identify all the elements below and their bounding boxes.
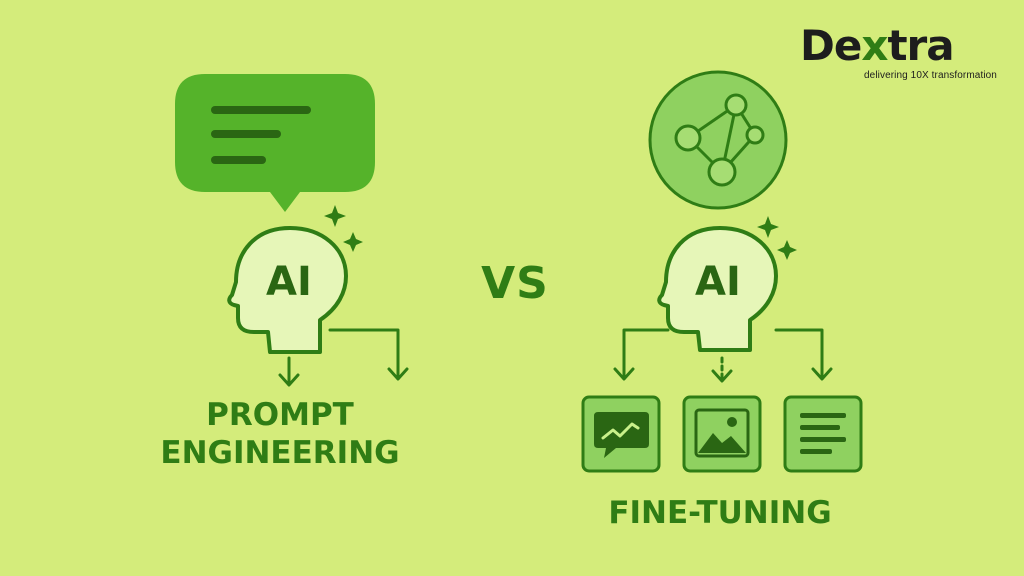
arrow-down-icon — [613, 328, 833, 383]
network-graph-icon — [648, 70, 788, 210]
sparkle-icon — [757, 216, 797, 260]
prompt-engineering-title-line2: ENGINEERING — [160, 435, 400, 471]
chart-message-icon — [581, 395, 661, 473]
sparkle-icon — [324, 205, 363, 252]
ai-head-label: AI — [266, 259, 312, 305]
brand-logo: Dextra delivering 10X transformation — [800, 21, 1000, 82]
brand-tagline: delivering 10X transformation — [864, 70, 997, 81]
document-icon — [783, 395, 863, 473]
arrow-down-icon — [278, 328, 409, 387]
ai-head-icon — [657, 226, 778, 352]
chat-bubble-icon — [175, 74, 375, 212]
image-icon — [682, 395, 762, 473]
brand-x: x — [861, 21, 888, 70]
fine-tuning-title: FINE-TUNING — [608, 495, 832, 531]
vs-label: VS — [481, 258, 549, 309]
ai-head-icon — [227, 226, 348, 354]
prompt-engineering-title-line1: PROMPT — [206, 397, 354, 433]
brand-name: Dextra — [800, 21, 955, 70]
ai-head-label: AI — [695, 259, 741, 305]
